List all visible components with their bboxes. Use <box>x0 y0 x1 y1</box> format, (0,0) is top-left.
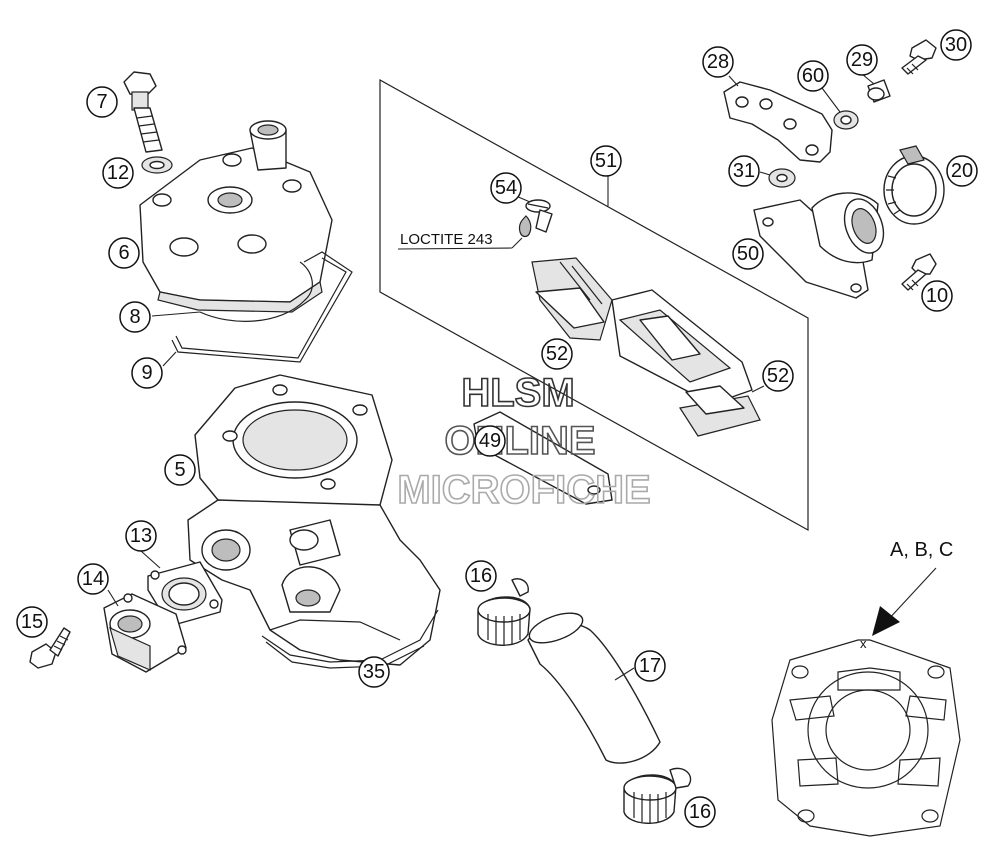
bolt-30 <box>901 39 937 75</box>
bolt-7 <box>123 71 163 153</box>
callout-label: 16 <box>470 565 492 587</box>
callout-label: 15 <box>21 611 43 633</box>
callout-31: 31 <box>728 155 760 187</box>
callout-label: 30 <box>945 34 967 56</box>
hose-clamp-16-upper <box>477 578 531 646</box>
callout-label: 13 <box>130 525 152 547</box>
callout-13: 13 <box>125 520 157 552</box>
callout-7: 7 <box>86 86 118 118</box>
callout-label: 52 <box>546 343 568 365</box>
spacer-29 <box>861 73 891 103</box>
bolt-15 <box>29 627 71 669</box>
abc-note: A, B, C <box>890 539 953 561</box>
mark-x: x <box>860 636 867 651</box>
callout-20: 20 <box>946 155 978 187</box>
callout-29: 29 <box>846 44 878 76</box>
bolt-10 <box>901 253 937 291</box>
callout-label: 12 <box>107 162 129 184</box>
callout-60: 60 <box>797 60 829 92</box>
callout-30: 30 <box>940 29 972 61</box>
loctite-note: LOCTITE 243 <box>400 231 493 248</box>
callout-label: 17 <box>639 655 661 677</box>
hose-clamp-16-lower <box>623 767 692 824</box>
callout-label: 28 <box>707 51 729 73</box>
callout-label: 7 <box>96 91 107 113</box>
callout-15: 15 <box>16 606 48 638</box>
seal-ring-9 <box>162 251 353 367</box>
callout-35: 35 <box>358 656 390 688</box>
coolant-hose-17 <box>527 612 661 764</box>
watermark-line2: ONLINE <box>444 419 595 463</box>
callout-label: 50 <box>737 243 759 265</box>
reed-petal-52-right <box>679 385 765 437</box>
callout-label: 8 <box>129 306 140 328</box>
callout-12: 12 <box>102 157 134 189</box>
watermark-line3: MICROFICHE <box>397 468 650 512</box>
callout-16-lower: 16 <box>684 796 716 828</box>
callout-label: 60 <box>802 65 824 87</box>
callout-label: 51 <box>595 150 617 172</box>
reed-valve-body-49 <box>473 289 753 505</box>
washer-12 <box>141 156 173 174</box>
callout-52-left: 52 <box>541 338 573 370</box>
callout-label: 9 <box>141 362 152 384</box>
washer-60 <box>821 87 859 130</box>
callout-49: 49 <box>474 425 506 457</box>
callout-label: 35 <box>363 661 385 683</box>
cylinder-head-6 <box>139 120 333 313</box>
callout-label: 31 <box>733 160 755 182</box>
screw-54 <box>515 195 553 233</box>
reed-petal-52-left <box>531 257 613 341</box>
watermark-line1: HLSM <box>461 371 574 415</box>
callout-label: 20 <box>951 160 973 182</box>
callout-label: 16 <box>689 801 711 823</box>
washer-31 <box>759 168 796 188</box>
callout-8: 8 <box>119 301 151 333</box>
callout-10: 10 <box>921 280 953 312</box>
watermark: HLSM ONLINE MICROFICHE <box>397 370 652 513</box>
callout-51: 51 <box>590 145 622 177</box>
callout-9: 9 <box>131 357 163 389</box>
callout-16-upper: 16 <box>465 560 497 592</box>
base-marking-inset <box>771 567 961 837</box>
callout-label: 49 <box>479 430 501 452</box>
callout-52-right: 52 <box>762 360 794 392</box>
exhaust-gasket-13 <box>140 550 223 627</box>
callout-label: 5 <box>174 459 185 481</box>
cylinder-5 <box>187 374 441 666</box>
callout-54: 54 <box>490 172 522 204</box>
callout-50: 50 <box>732 238 764 270</box>
reed-valve-panel <box>379 78 809 532</box>
callout-label: 54 <box>495 177 517 199</box>
callout-6: 6 <box>108 237 140 269</box>
callout-label: 14 <box>82 568 104 590</box>
callout-14: 14 <box>77 563 109 595</box>
hose-clamp-20 <box>883 145 945 225</box>
callout-label: 52 <box>767 365 789 387</box>
callout-label: 6 <box>118 242 129 264</box>
arrow-head <box>872 606 900 636</box>
o-ring-8 <box>151 261 313 322</box>
intake-flange-50 <box>753 192 885 299</box>
loctite-drop <box>397 215 532 250</box>
callout-label: 10 <box>926 285 948 307</box>
exhaust-flange-14 <box>103 589 187 673</box>
callout-5: 5 <box>164 454 196 486</box>
callout-label: 29 <box>851 49 873 71</box>
callout-28: 28 <box>702 46 734 78</box>
bracket-28 <box>723 75 833 163</box>
callout-17: 17 <box>634 650 666 682</box>
